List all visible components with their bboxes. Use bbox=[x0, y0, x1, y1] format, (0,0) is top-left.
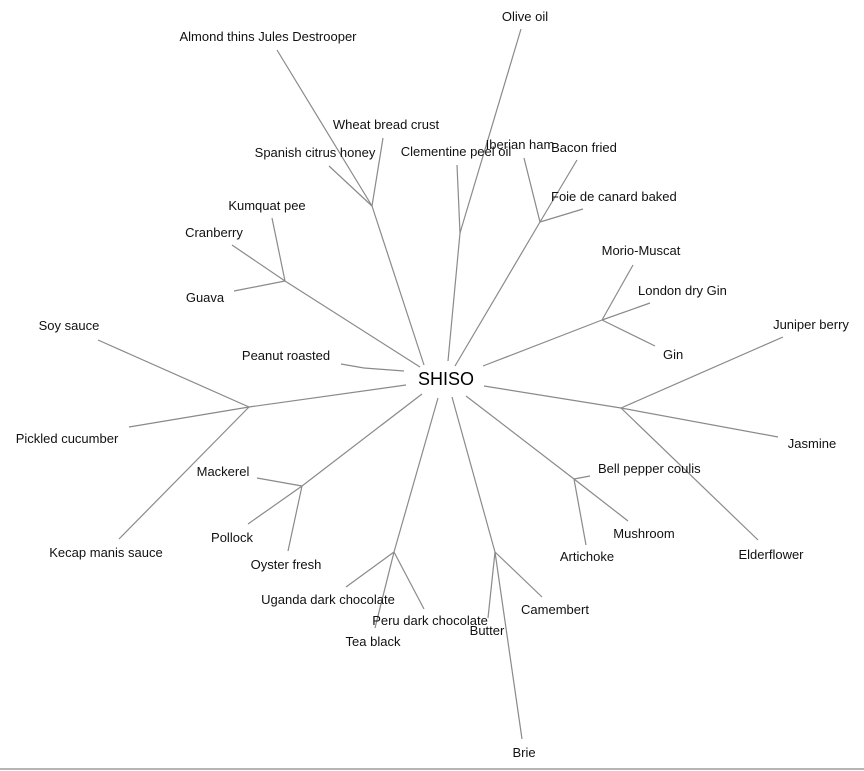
leaf-edge-olive-oil bbox=[459, 28, 522, 234]
branch-edge-g5 bbox=[483, 385, 622, 409]
tree-edges bbox=[97, 28, 784, 740]
leaf-label-artichoke: Artichoke bbox=[560, 549, 614, 564]
leaf-edge-butter bbox=[487, 551, 496, 619]
leaf-edge-pollock bbox=[247, 485, 303, 525]
branch-edge-g9 bbox=[301, 393, 423, 487]
leaf-label-peanut-roasted: Peanut roasted bbox=[242, 348, 330, 363]
branch-edge-g10 bbox=[248, 384, 407, 408]
leaf-edge-london-dry-gin bbox=[601, 302, 651, 321]
leaf-edge-tea-black bbox=[374, 551, 395, 629]
bottom-border bbox=[0, 768, 864, 770]
leaf-label-soy-sauce: Soy sauce bbox=[39, 318, 100, 333]
leaf-edge-kumquat-pee bbox=[271, 217, 286, 282]
leaf-label-juniper-berry: Juniper berry bbox=[773, 317, 849, 332]
leaf-edge-foie-de-canard-baked bbox=[539, 208, 584, 223]
leaf-label-guava: Guava bbox=[186, 290, 225, 305]
leaf-label-cranberry: Cranberry bbox=[185, 225, 243, 240]
leaf-label-mackerel: Mackerel bbox=[197, 464, 250, 479]
leaf-label-london-dry-gin: London dry Gin bbox=[638, 283, 727, 298]
leaf-label-peru-dark-chocolate: Peru dark chocolate bbox=[372, 613, 488, 628]
leaf-label-bell-pepper-coulis: Bell pepper coulis bbox=[598, 461, 701, 476]
leaf-edge-bacon-fried bbox=[539, 159, 578, 223]
leaf-edge-camembert bbox=[494, 551, 543, 598]
leaf-label-brie: Brie bbox=[512, 745, 535, 760]
branch-edge-g1 bbox=[371, 205, 425, 366]
leaf-label-foie-de-canard-baked: Foie de canard baked bbox=[551, 189, 677, 204]
leaf-edge-spanish-citrus-honey bbox=[328, 165, 373, 207]
leaf-label-jasmine: Jasmine bbox=[788, 436, 836, 451]
branch-edge-g11 bbox=[284, 280, 421, 368]
leaf-label-bacon-fried: Bacon fried bbox=[551, 140, 617, 155]
leaf-label-butter: Butter bbox=[470, 623, 505, 638]
leaf-edge-morio-muscat bbox=[601, 264, 634, 321]
leaf-label-morio-muscat: Morio-Muscat bbox=[602, 243, 681, 258]
leaf-edge-pickled-cucumber bbox=[128, 406, 250, 428]
leaf-edge-guava bbox=[233, 280, 286, 292]
leaf-label-pickled-cucumber: Pickled cucumber bbox=[16, 431, 119, 446]
leaf-edge-cranberry bbox=[231, 244, 286, 282]
leaf-edge-mackerel bbox=[256, 477, 303, 487]
leaf-label-wheat-bread-crust: Wheat bread crust bbox=[333, 117, 440, 132]
leaf-label-spanish-citrus-honey: Spanish citrus honey bbox=[255, 145, 376, 160]
leaf-edge-almond-thins-jules-destrooper bbox=[276, 49, 373, 207]
leaf-label-iberian-ham: Iberian ham bbox=[486, 137, 555, 152]
leaf-edge-clementine-peel-oil bbox=[456, 164, 461, 234]
leaf-label-tea-black: Tea black bbox=[346, 634, 401, 649]
leaf-label-oyster-fresh: Oyster fresh bbox=[251, 557, 322, 572]
leaf-label-mushroom: Mushroom bbox=[613, 526, 674, 541]
leaf-label-uganda-dark-chocolate: Uganda dark chocolate bbox=[261, 592, 395, 607]
branch-edge-g3 bbox=[454, 221, 541, 367]
branch-edge-g8 bbox=[393, 397, 439, 553]
leaf-edge-jasmine bbox=[620, 407, 779, 438]
leaf-edge-oyster-fresh bbox=[287, 485, 303, 552]
leaf-label-pollock: Pollock bbox=[211, 530, 253, 545]
leaf-edge-juniper-berry bbox=[620, 336, 784, 409]
leaf-label-kecap-manis-sauce: Kecap manis sauce bbox=[49, 545, 162, 560]
root-node-label: SHISO bbox=[418, 369, 474, 389]
leaf-edge-peru-dark-chocolate bbox=[393, 551, 425, 610]
leaf-label-gin: Gin bbox=[663, 347, 683, 362]
branch-edge-g6 bbox=[465, 395, 575, 480]
branch-edge-g7 bbox=[451, 396, 496, 553]
leaf-edge-gin bbox=[601, 319, 656, 347]
leaf-edge-iberian-ham bbox=[523, 157, 541, 223]
leaf-label-kumquat-pee: Kumquat pee bbox=[228, 198, 305, 213]
leaf-label-camembert: Camembert bbox=[521, 602, 589, 617]
branch-edge-g12 bbox=[363, 367, 405, 372]
leaf-edge-artichoke bbox=[573, 478, 587, 546]
leaf-edge-brie bbox=[494, 551, 523, 740]
branch-edge-g4 bbox=[482, 319, 603, 367]
leaf-edge-peanut-roasted bbox=[340, 363, 365, 369]
leaf-edge-uganda-dark-chocolate bbox=[345, 551, 395, 588]
leaf-label-elderflower: Elderflower bbox=[738, 547, 804, 562]
leaf-edge-mushroom bbox=[573, 478, 629, 522]
leaf-label-clementine-peel-oil: Clementine peel oil bbox=[401, 144, 512, 159]
branch-edge-g2 bbox=[447, 232, 461, 362]
leaf-edge-wheat-bread-crust bbox=[371, 137, 384, 207]
leaf-label-almond-thins-jules-destrooper: Almond thins Jules Destrooper bbox=[179, 29, 357, 44]
leaf-label-olive-oil: Olive oil bbox=[502, 9, 548, 24]
leaf-edge-kecap-manis-sauce bbox=[118, 406, 250, 540]
leaf-edge-elderflower bbox=[620, 407, 759, 541]
leaf-edge-soy-sauce bbox=[97, 339, 250, 408]
leaf-edge-bell-pepper-coulis bbox=[573, 475, 591, 480]
